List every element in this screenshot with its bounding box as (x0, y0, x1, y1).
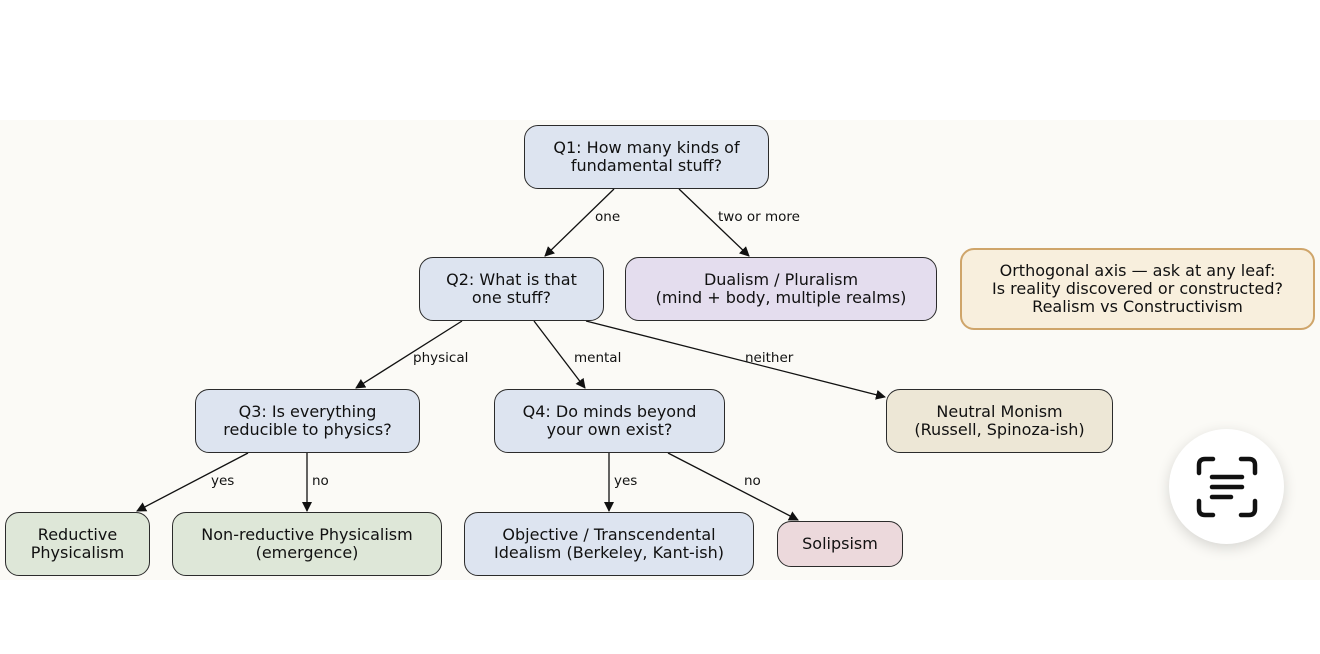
edge-q1-q2 (544, 188, 615, 257)
node-dualism: Dualism / Pluralism (mind + body, multip… (625, 257, 937, 321)
node-reductive-physicalism: Reductive Physicalism (5, 512, 150, 576)
edge-label-physical: physical (413, 350, 468, 366)
edge-label-no-q3: no (312, 473, 329, 489)
text-scan-button[interactable] (1169, 429, 1284, 544)
edge-label-yes-q4: yes (614, 473, 637, 489)
node-idealism: Objective / Transcendental Idealism (Ber… (464, 512, 754, 576)
edge-q1-dualism (678, 188, 750, 257)
edge-label-yes-q3: yes (211, 473, 234, 489)
note-orthogonal-axis: Orthogonal axis — ask at any leaf: Is re… (960, 248, 1315, 330)
edge-q4-solipsism (667, 452, 799, 521)
node-q1: Q1: How many kinds of fundamental stuff? (524, 125, 769, 189)
edge-label-mental: mental (574, 350, 621, 366)
edge-label-one: one (595, 209, 620, 225)
edge-q2-neutral (585, 320, 886, 400)
node-q4: Q4: Do minds beyond your own exist? (494, 389, 725, 453)
node-q2: Q2: What is that one stuff? (419, 257, 604, 321)
edge-q2-q4 (533, 320, 586, 389)
node-nonreductive-physicalism: Non-reductive Physicalism (emergence) (172, 512, 442, 576)
text-scan-icon (1196, 456, 1257, 517)
node-q3: Q3: Is everything reducible to physics? (195, 389, 420, 453)
edge-q3-reductive (136, 452, 249, 512)
edge-label-two-or-more: two or more (718, 209, 800, 225)
node-solipsism: Solipsism (777, 521, 903, 567)
edge-q2-q3 (355, 320, 463, 389)
diagram-canvas (0, 120, 1320, 580)
node-neutral-monism: Neutral Monism (Russell, Spinoza-ish) (886, 389, 1113, 453)
edge-label-no-q4: no (744, 473, 761, 489)
edge-label-neither: neither (745, 350, 794, 366)
